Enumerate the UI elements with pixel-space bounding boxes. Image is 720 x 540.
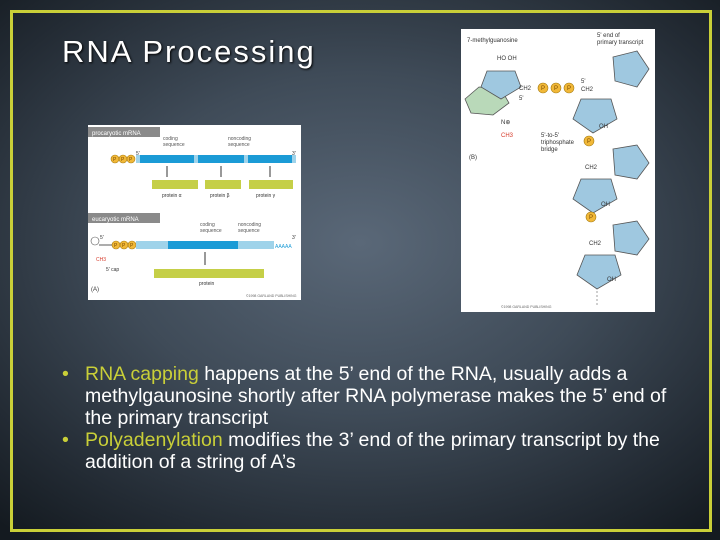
euk-protein-label: protein	[199, 281, 215, 287]
oh-1-label: OH	[599, 124, 608, 130]
transcript-base-1	[612, 50, 650, 88]
figure-b-letter: (B)	[469, 155, 477, 161]
prok-coding-block-3	[248, 155, 292, 163]
methylguanosine-label: 7-methylguanosine	[467, 38, 518, 44]
svg-text:P: P	[113, 157, 117, 163]
slide-border-frame	[10, 10, 712, 532]
transcript-base-2	[612, 144, 650, 180]
euk-label: eucaryotic mRNA	[92, 217, 139, 223]
guanosine-ribose	[480, 70, 522, 100]
protein-gamma-bar	[249, 180, 293, 189]
bullet-marker: •	[62, 363, 69, 385]
bullet-highlight: Polyadenylation	[85, 429, 223, 451]
transcript-ribose-2	[572, 178, 618, 214]
euk-five-prime: 5'	[100, 235, 104, 241]
protein-alpha-label: protein α	[162, 193, 182, 199]
prok-label-band	[88, 127, 160, 137]
ch3-label: CH3	[501, 133, 514, 139]
protein-beta-label: protein β	[210, 193, 230, 199]
prok-coding-block-1	[140, 155, 194, 163]
bullet-list: • RNA capping happens at the 5’ end of t…	[62, 363, 682, 473]
protein-gamma-label: protein γ	[256, 193, 276, 199]
poly-a-tail: AAAAA	[275, 244, 292, 250]
euk-label-band	[88, 213, 160, 223]
svg-text:P: P	[589, 215, 593, 221]
prok-label: procaryotic mRNA	[92, 131, 141, 137]
bullet-marker: •	[62, 429, 69, 451]
figure-b-copyright: ©1998 GARLAND PUBLISHING	[501, 305, 552, 309]
bullet-text: happens at the 5’ end of the RNA, usuall…	[85, 363, 667, 429]
ch2-c-label: CH2	[585, 165, 598, 171]
phosphate-2	[583, 135, 595, 147]
euk-triphosphate: P P P	[111, 240, 137, 250]
transcript-ribose-3	[576, 254, 622, 290]
ho-oh-label: HO OH	[497, 56, 517, 62]
svg-text:P: P	[541, 86, 545, 92]
euk-coding-block	[168, 241, 238, 249]
bullet-text: modifies the 3’ end of the primary trans…	[85, 429, 660, 473]
phosphate-3	[585, 211, 597, 223]
ch2-a-label: CH2	[519, 86, 532, 92]
prok-triphosphate: P P P	[110, 154, 136, 164]
prok-five-prime: 5'	[136, 151, 140, 157]
svg-text:P: P	[122, 243, 126, 249]
n-plus-label: N⊕	[501, 120, 510, 126]
figure-a-copyright: ©1998 GARLAND PUBLISHING	[246, 294, 297, 298]
slide-title: RNA Processing	[62, 34, 316, 69]
transcript-base-3	[612, 220, 650, 256]
ch2-b-label: CH2	[581, 87, 594, 93]
euk-cap-guanosine	[90, 236, 100, 246]
svg-text:P: P	[129, 157, 133, 163]
euk-cap-label: 5' cap	[106, 267, 119, 273]
triphosphate-bridge: P P P	[537, 82, 575, 94]
svg-text:P: P	[130, 243, 134, 249]
ch2-d-label: CH2	[589, 241, 602, 247]
euk-methyl: CH3	[96, 257, 106, 263]
oh-3-label: OH	[607, 277, 616, 283]
oh-2-label: OH	[601, 202, 610, 208]
protein-alpha-bar	[152, 180, 198, 189]
svg-text:P: P	[554, 86, 558, 92]
five-a-label: 5'	[519, 96, 523, 102]
svg-text:P: P	[121, 157, 125, 163]
bullet-rna-capping: • RNA capping happens at the 5’ end of t…	[62, 363, 682, 429]
bullet-polyadenylation: • Polyadenylation modifies the 3’ end of…	[62, 429, 682, 473]
prok-coding-block-2	[198, 155, 244, 163]
prok-arrows	[166, 166, 271, 177]
euk-three-prime: 3'	[292, 235, 296, 241]
transcript-ribose-1	[572, 98, 618, 134]
prok-three-prime: 3'	[292, 151, 296, 157]
protein-beta-bar	[205, 180, 241, 189]
five-b-label: 5'	[581, 79, 585, 85]
svg-text:P: P	[114, 243, 118, 249]
svg-text:P: P	[567, 86, 571, 92]
svg-text:P: P	[587, 139, 591, 145]
bullet-highlight: RNA capping	[85, 363, 199, 385]
figure-a-letter: (A)	[91, 287, 99, 293]
euk-protein-bar	[154, 269, 264, 278]
